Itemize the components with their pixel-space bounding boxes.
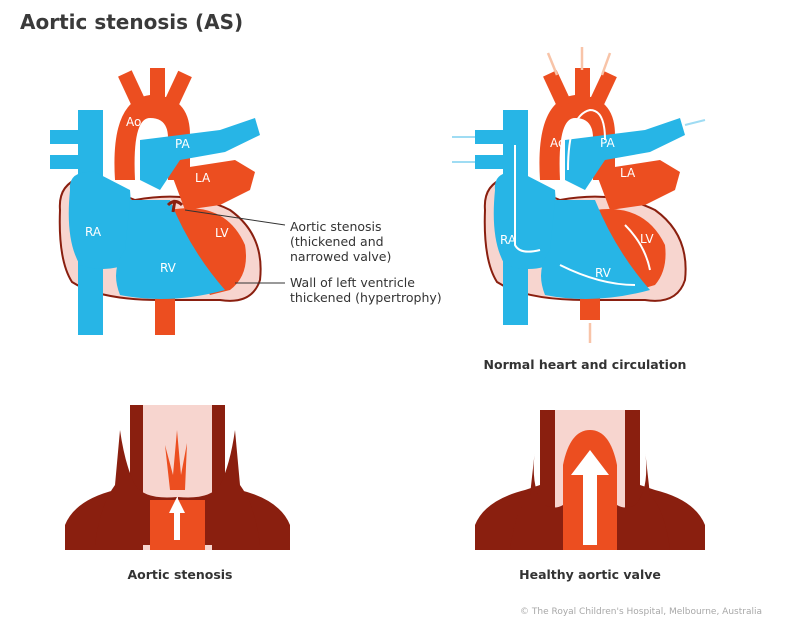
- turbulent-jet: [165, 430, 187, 490]
- flow-arrow-ra: [514, 145, 541, 253]
- aorta-branch-2: [575, 68, 590, 98]
- right-atrium: [493, 171, 560, 269]
- pulmonary-vein-left-1: [475, 130, 515, 144]
- wall-annotation: Wall of left ventricle thickened (hypert…: [290, 275, 442, 305]
- label-pa: PA: [600, 136, 615, 150]
- stenosis-annotation-line-2: (thickened and: [290, 234, 384, 249]
- flow-arrows: [514, 108, 651, 286]
- narrowed-valve: [166, 199, 184, 213]
- page-title: Aortic stenosis (AS): [20, 10, 244, 34]
- wall-annotation-line-1: Wall of left ventricle: [290, 275, 415, 290]
- pulmonary-vein-left-2: [50, 155, 90, 169]
- flow-arrow-rv: [559, 264, 636, 286]
- label-ao: Ao: [550, 136, 565, 150]
- stenosis-valve-diagram: [65, 405, 290, 550]
- outflow-arrow-1: [546, 52, 559, 76]
- right-ventricle: [116, 200, 225, 299]
- right-cusp: [617, 450, 670, 550]
- right-atrium: [68, 171, 135, 269]
- flow-up-arrow: [571, 450, 609, 545]
- aorta-branch-1: [543, 70, 572, 109]
- label-lv: LV: [640, 232, 654, 246]
- pulmonary-vein-left-1: [50, 130, 90, 144]
- aorta-branch-3: [588, 70, 617, 109]
- caption-normal-heart: Normal heart and circulation: [483, 357, 687, 372]
- label-la: LA: [195, 171, 211, 185]
- label-ra: RA: [500, 233, 517, 247]
- caption-aortic-stenosis: Aortic stenosis: [127, 567, 233, 582]
- stenosis-annotation-line-1: Aortic stenosis: [290, 219, 382, 234]
- aorta-branch-3: [163, 70, 192, 109]
- pulmonary-artery: [565, 118, 685, 190]
- caption-healthy-valve: Healthy aortic valve: [519, 567, 661, 582]
- flow-arrow-lv: [624, 224, 651, 271]
- pulmonary-arrow-3: [684, 119, 706, 126]
- pulmonary-vein-left-2: [475, 155, 515, 169]
- label-lv: LV: [215, 226, 229, 240]
- left-ventricle: [170, 208, 246, 295]
- label-rv: RV: [160, 261, 177, 275]
- stenosis-annotation-line-3: narrowed valve): [290, 249, 392, 264]
- outflow-arrow-3: [600, 52, 612, 76]
- flow-up-arrow: [169, 497, 185, 540]
- label-pa: PA: [175, 137, 190, 151]
- left-ventricle: [595, 209, 666, 290]
- left-atrium: [595, 160, 680, 210]
- label-rv: RV: [595, 266, 612, 280]
- outflow-arrows: [546, 47, 612, 343]
- copyright-credit: © The Royal Children's Hospital, Melbour…: [520, 607, 762, 617]
- pulmonary-outflow-arrows: [452, 119, 706, 163]
- flow-arrow-aorta: [567, 108, 606, 171]
- aorta-branch-2: [150, 68, 165, 98]
- stenosis-leader-line: [184, 209, 286, 226]
- stenosis-heart-diagram: Ao PA LA LV RA RV: [50, 68, 286, 335]
- normal-heart-diagram: Ao PA LA LV RA RV: [452, 47, 706, 343]
- stenosis-annotation: Aortic stenosis (thickened and narrowed …: [290, 219, 391, 264]
- right-ventricle: [541, 200, 650, 299]
- label-ao: Ao: [126, 115, 141, 129]
- healthy-valve-diagram: [475, 410, 705, 550]
- pulmonary-artery: [140, 118, 260, 190]
- label-la: LA: [620, 166, 636, 180]
- aorta-branch-1: [118, 70, 147, 109]
- wall-annotation-line-2: thickened (hypertrophy): [290, 290, 442, 305]
- left-cusp: [510, 450, 563, 550]
- left-atrium: [170, 160, 255, 210]
- label-ra: RA: [85, 225, 102, 239]
